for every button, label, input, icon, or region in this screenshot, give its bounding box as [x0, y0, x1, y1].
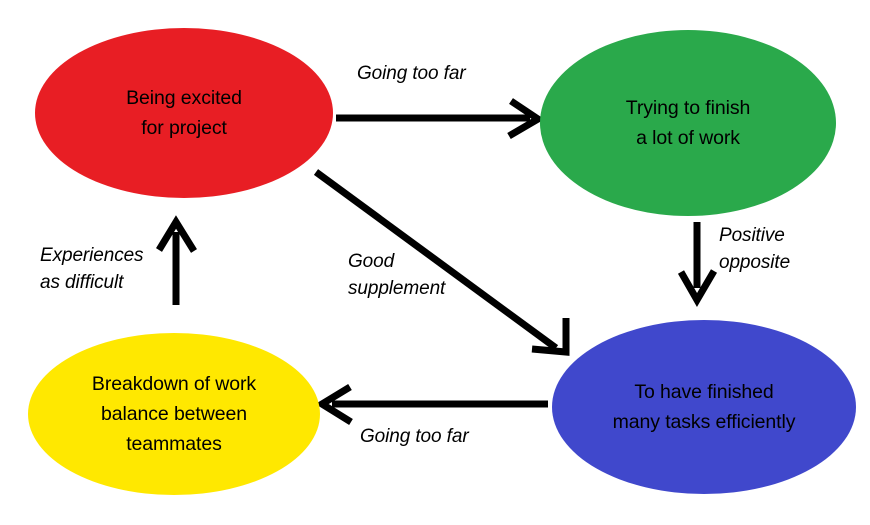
node-label: To have finished many tasks efficiently	[612, 381, 796, 433]
node-label: Breakdown of work balance between teamma…	[91, 373, 257, 455]
edge-finished-to-breakdown	[315, 384, 548, 425]
node-label: Being excited for project	[126, 87, 242, 139]
node-trying-to-finish-a-lot-of-work[interactable]: Trying to finish a lot of work	[540, 30, 836, 216]
node-breakdown-of-work-balance-between-teammates[interactable]: Breakdown of work balance between teamma…	[28, 333, 320, 495]
node-to-have-finished-many-tasks-efficiently[interactable]: To have finished many tasks efficiently	[552, 320, 856, 494]
edge-label-excited-to-finished: Good supplement	[348, 251, 446, 299]
edge-label-breakdown-to-excited: Experiences as difficult	[40, 245, 144, 293]
edge-excited-to-trying	[336, 98, 545, 140]
node-being-excited-for-project[interactable]: Being excited for project	[35, 28, 333, 198]
edge-label-excited-to-trying: Going too far	[357, 63, 466, 84]
edge-trying-to-finished	[677, 222, 718, 307]
edge-label-trying-to-finished: Positive opposite	[719, 225, 791, 273]
edge-breakdown-to-excited	[156, 215, 197, 305]
node-label: Trying to finish a lot of work	[625, 97, 751, 149]
edge-label-finished-to-breakdown: Going too far	[360, 426, 469, 447]
